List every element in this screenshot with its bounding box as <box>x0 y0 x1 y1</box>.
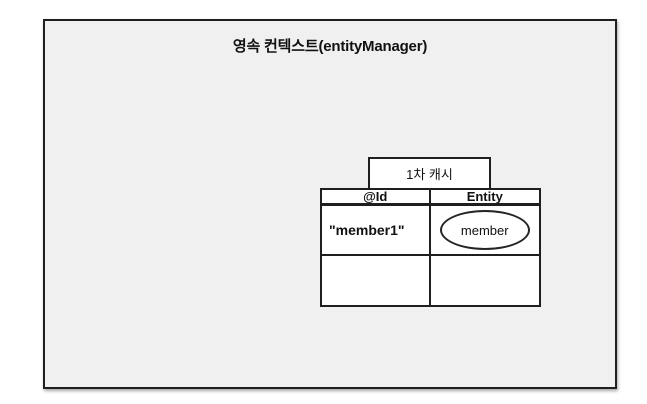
cache-table-row2-id <box>322 256 431 305</box>
persistence-context-title: 영속 컨텍스트(entityManager) <box>232 38 428 55</box>
first-level-cache-box: 1차 캐시 <box>368 157 491 190</box>
cache-table-row2-entity-cell <box>430 256 539 305</box>
first-level-cache-label: 1차 캐시 <box>406 167 453 182</box>
cache-table-row1-entity-cell: member <box>430 206 539 256</box>
cache-table-header-id: @Id <box>322 190 431 206</box>
cache-table-header-entity: Entity <box>430 190 539 206</box>
cache-table-row1-id: "member1" <box>322 206 431 256</box>
cache-table: @Id Entity "member1" member <box>320 188 541 307</box>
persistence-context-box: 영속 컨텍스트(entityManager) 1차 캐시 @Id Entity … <box>43 19 617 389</box>
entity-ellipse-label: member <box>460 222 509 238</box>
entity-ellipse: member <box>439 210 530 250</box>
